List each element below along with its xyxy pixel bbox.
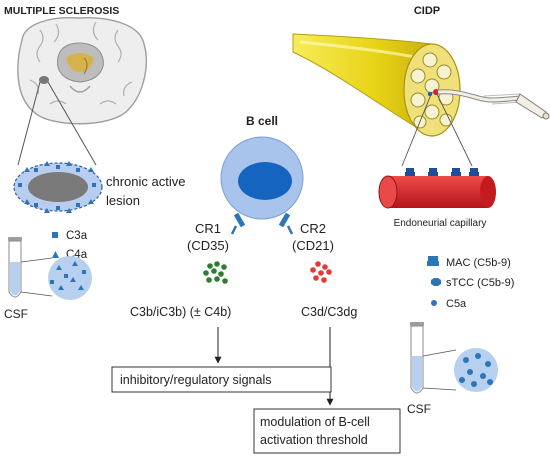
ligand-label-c3b: C3b/iC3b) (± C4b) [130, 305, 231, 319]
cr1-label-line2: (CD35) [187, 238, 229, 253]
csf-zoom-line-bottom [20, 291, 53, 297]
cidp-title: CIDP [414, 5, 440, 17]
cr1-receptor-icon [230, 212, 246, 235]
bcell-title: B cell [246, 114, 278, 128]
ms-title: MULTIPLE SCLEROSIS [4, 5, 119, 17]
lesion-illustration [13, 161, 103, 213]
csf-tube-icon [8, 237, 22, 298]
cr1-label-line1: CR1 [195, 221, 221, 236]
cr2-label-line1: CR2 [300, 221, 326, 236]
inhibitory-signals-label: inhibitory/regulatory signals [120, 373, 271, 387]
c3d-ligand-dots [310, 261, 332, 283]
c5a-dot-icon [431, 300, 437, 306]
modulation-label-line2: activation threshold [260, 433, 368, 447]
c3b-ligand-dots [203, 261, 228, 284]
legend-c5a: C5a [446, 298, 467, 310]
csf-zoom-line-top [20, 257, 53, 263]
capillary-illustration [378, 168, 496, 209]
csf-tube-right-icon [410, 322, 424, 394]
zoom-line-right [47, 81, 97, 166]
legend-stcc: sTCC (C5b-9) [446, 277, 514, 289]
csf-label-right: CSF [407, 402, 431, 416]
legend-mac: MAC (C5b-9) [446, 257, 511, 269]
nerve-illustration [292, 33, 550, 137]
ligand-label-c3d: C3d/C3dg [301, 305, 357, 319]
csf-right-zoom-line-bottom [422, 387, 457, 391]
lesion-label-line1: chronic active [106, 174, 185, 189]
cr2-receptor-icon [278, 212, 294, 235]
inhibitory-signals-box [111, 366, 332, 393]
c4a-triangle-icon [52, 251, 59, 258]
capillary-zoom-line-left [401, 91, 433, 167]
stcc-icon [431, 278, 441, 286]
lesion-label-line2: lesion [106, 193, 140, 208]
bcell-nucleus [238, 162, 292, 200]
legend-c3a: C3a [66, 230, 88, 242]
mac-icon [427, 256, 439, 266]
modulation-label-line1: modulation of B-cell [260, 415, 370, 429]
csf-zoom-circle [48, 256, 92, 300]
modulation-box [253, 408, 401, 454]
csf-label-left: CSF [4, 307, 28, 321]
c3a-square-icon [52, 232, 58, 238]
capillary-label: Endoneurial capillary [394, 218, 487, 229]
capillary-zoom-line-right [435, 91, 473, 167]
zoom-line-left [17, 81, 41, 166]
csf-right-zoom-line-top [422, 349, 457, 357]
cr2-label-line2: (CD21) [292, 238, 334, 253]
csf-right-zoom-circle [454, 348, 498, 392]
brain-illustration [17, 17, 147, 125]
